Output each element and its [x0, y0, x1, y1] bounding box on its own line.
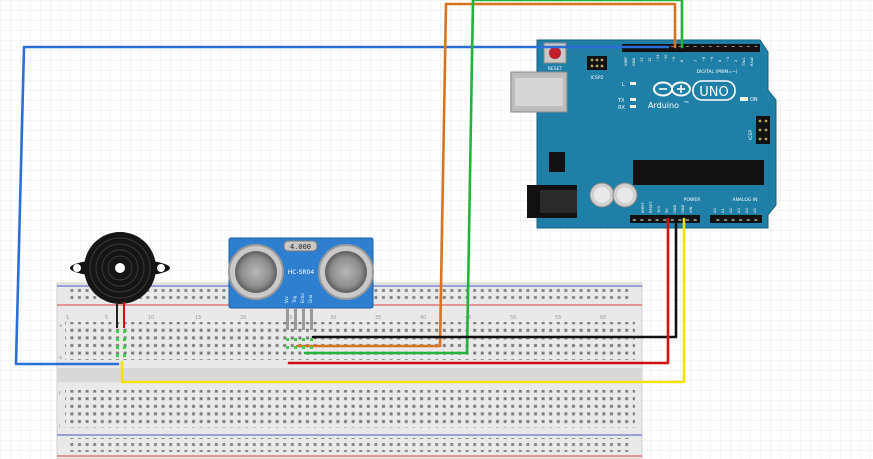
- uno-badge: [692, 80, 736, 101]
- wire-black[interactable]: [311, 217, 678, 339]
- pin-gnd1-label: GND: [673, 205, 677, 213]
- pin-13-label: 13: [640, 57, 644, 62]
- col-label-20: 20: [240, 315, 246, 321]
- pin-a0-label: A0: [713, 208, 717, 213]
- rail-holes-bottom: [70, 438, 630, 452]
- wire-orange[interactable]: [295, 2, 677, 348]
- wire-red[interactable]: [287, 217, 670, 365]
- row-label-j: j: [58, 423, 60, 429]
- arduino-tm: TM: [683, 100, 689, 104]
- pin-aref-label: AREF: [624, 57, 628, 66]
- sensor-pin-trig[interactable]: [294, 308, 297, 330]
- pin-2-label: 2: [734, 60, 738, 62]
- pin-9-label: ~9: [672, 56, 676, 62]
- col-label-25: 25: [286, 315, 292, 321]
- buzzer-lead-red: [123, 302, 125, 328]
- led-on-label: ON: [750, 97, 758, 103]
- sensor-pin-vcc[interactable]: [286, 308, 289, 330]
- arduino-uno-board[interactable]: RESET ICSP2 AREF GND 13 12 ~11 ~10 ~9 8 …: [510, 39, 777, 229]
- connection-markers: [116, 330, 313, 357]
- buzzer-ear-hole-left: [73, 264, 81, 272]
- breadboard[interactable]: a e f j 1 5 10 15 20 25 30 35 40 45 50 5…: [56, 282, 643, 459]
- sensor-pin-gnd[interactable]: [310, 308, 313, 330]
- sensor-pin-trig-label: Trig: [292, 295, 297, 304]
- piezo-buzzer[interactable]: [70, 232, 170, 328]
- col-label-40: 40: [420, 315, 426, 321]
- pin-gnd-label: GND: [632, 58, 636, 66]
- led-rx-label: RX: [618, 105, 625, 111]
- uno-label: UNO: [699, 85, 728, 100]
- pin-a3-label: A3: [737, 208, 741, 213]
- sensor-pin-vcc-label: Vcc: [284, 296, 289, 303]
- pin-3-label: ~3: [726, 57, 730, 62]
- col-label-15: 15: [195, 315, 201, 321]
- pin-a1-label: A1: [721, 208, 725, 213]
- led-tx: [630, 98, 636, 101]
- sensor-pin-echo-label: Echo: [300, 293, 305, 303]
- pin-6-label: ~6: [702, 56, 706, 62]
- row-label-a: a: [59, 323, 62, 329]
- col-label-50: 50: [510, 315, 516, 321]
- digital-label: DIGITAL (PWM=~): [696, 69, 737, 75]
- pin-8-label: 8: [680, 59, 684, 62]
- row-label-f: f: [59, 391, 61, 397]
- col-label-1: 1: [66, 315, 69, 321]
- pin-4-label: 4: [718, 59, 722, 62]
- sensor-crystal: [283, 240, 318, 252]
- buzzer-lead-black: [116, 302, 118, 328]
- row-label-e: e: [59, 355, 62, 361]
- pin-11-label: ~11: [656, 54, 660, 62]
- col-label-60: 60: [600, 315, 606, 321]
- pin-vin-label: VIN: [689, 206, 693, 213]
- col-label-55: 55: [555, 315, 561, 321]
- pin-ioref-label: IOREF: [641, 202, 645, 213]
- sensor-pin-gnd-label: Gnd: [308, 294, 313, 303]
- icsp-header: [756, 116, 770, 144]
- pin-10-label: ~10: [664, 54, 668, 62]
- pin-12-label: 12: [648, 57, 652, 62]
- power-label: POWER: [684, 197, 701, 203]
- col-label-30: 30: [330, 315, 336, 321]
- led-l: [630, 82, 636, 85]
- arduino-brand: Arduino: [648, 101, 679, 110]
- pin-a2-label: A2: [729, 208, 733, 213]
- sensor-model-label: HC-SR04: [288, 269, 315, 276]
- icsp2-header: [587, 56, 607, 70]
- wire-yellow[interactable]: [120, 217, 686, 384]
- led-tx-label: TX: [617, 98, 625, 104]
- col-label-35: 35: [375, 315, 381, 321]
- icsp2-label: ICSP2: [591, 75, 604, 81]
- terminal-holes-bottom: [65, 390, 635, 428]
- col-label-10: 10: [148, 315, 154, 321]
- atmega-chip: [633, 160, 764, 185]
- col-label-5: 5: [105, 315, 108, 321]
- led-l-label: L: [622, 82, 625, 88]
- led-on: [740, 97, 748, 101]
- sensor-pin-echo[interactable]: [302, 308, 305, 330]
- icsp-label: ICSP: [748, 130, 754, 140]
- pin-a5-label: A5: [753, 208, 757, 213]
- buzzer-center-hole: [115, 263, 125, 273]
- pin-a4-label: A4: [745, 208, 749, 213]
- arduino-logo-icon: [653, 81, 691, 97]
- led-rx: [630, 105, 636, 108]
- pin-reset-label: RESET: [649, 201, 653, 213]
- ultrasonic-sensor[interactable]: 4.000 HC-SR04 Vcc Trig Echo Gnd: [228, 237, 374, 330]
- pin-5v-label: 5V: [665, 208, 669, 213]
- buzzer-ear-hole-right: [157, 264, 165, 272]
- center-channel: [57, 368, 642, 382]
- sensor-crystal-label: 4.000: [290, 243, 311, 251]
- pin-5-label: ~5: [710, 57, 714, 62]
- reset-label: RESET: [548, 66, 563, 72]
- pin-rx-label: RX◂0: [750, 56, 754, 66]
- wire-green[interactable]: [303, 0, 684, 355]
- regulator-chip: [549, 152, 565, 172]
- pin-gnd2-label: GND: [681, 205, 685, 213]
- wire-blue[interactable]: [14, 45, 670, 366]
- pin-tx-label: TX▸1: [742, 57, 746, 67]
- pin-3v3-label: 3V3: [657, 206, 661, 213]
- pin-7-label: 7: [694, 60, 698, 62]
- analog-label: ANALOG IN: [732, 197, 757, 203]
